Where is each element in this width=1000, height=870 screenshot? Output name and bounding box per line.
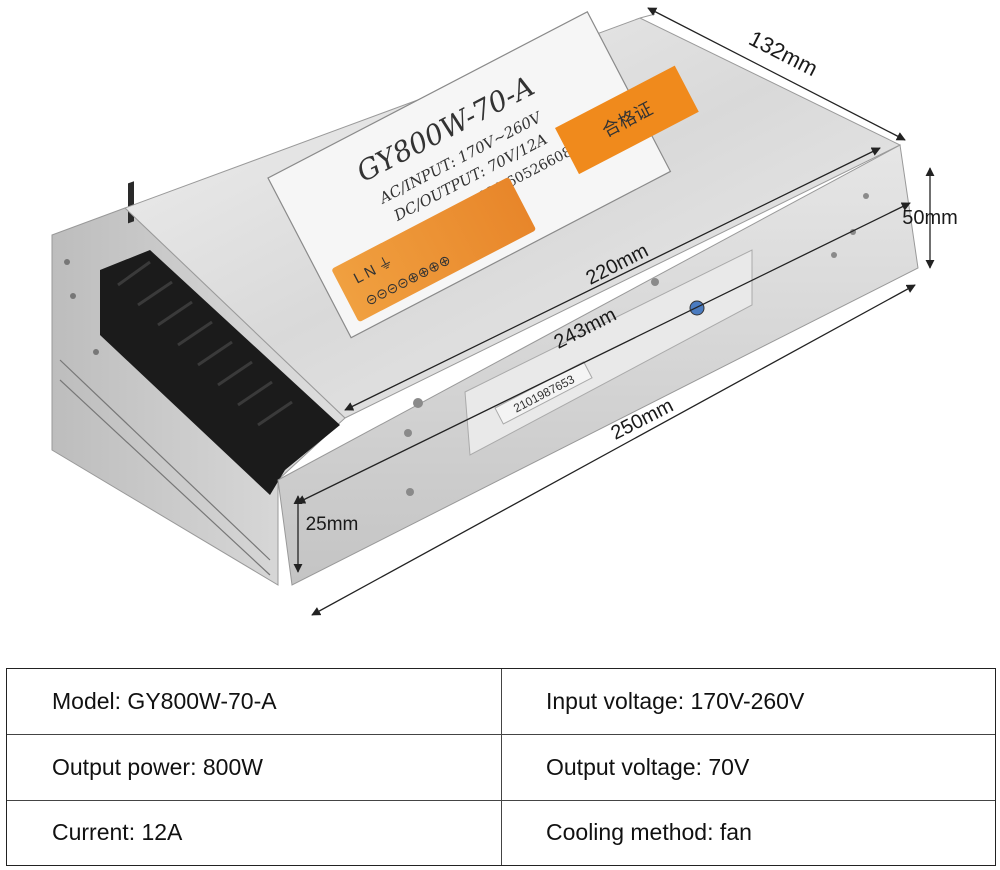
spec-model: Model: GY800W-70-A <box>52 688 277 715</box>
spec-table: Model: GY800W-70-A Input voltage: 170V-2… <box>6 668 996 866</box>
power-supply-photo: GY800W-70-A AC/INPUT: 170V~260V DC/OUTPU… <box>51 7 958 616</box>
spec-output-power: Output power: 800W <box>7 734 501 799</box>
spec-input-voltage: Input voltage: 170V-260V <box>501 669 995 735</box>
dimension-lines <box>293 7 935 616</box>
spec-cooling-method: Cooling method: fan <box>501 799 995 865</box>
dim-end-height: 25mm <box>306 514 359 535</box>
dim-depth: 132mm <box>745 26 822 82</box>
dim-height: 50mm <box>902 207 958 229</box>
spec-current: Current: 12A <box>7 799 501 865</box>
spec-output-voltage: Output voltage: 70V <box>501 734 995 800</box>
